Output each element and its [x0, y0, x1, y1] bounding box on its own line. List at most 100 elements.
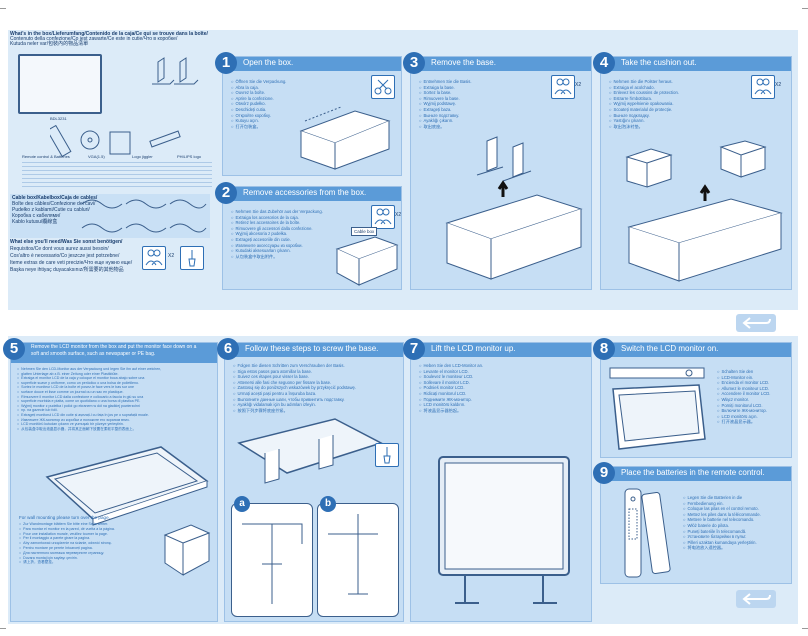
step-6-line: Siga estos pasos para atornillar la base…: [233, 369, 356, 375]
step-4-line: Scoateți materialul de protecție.: [609, 107, 679, 113]
step-5-line: Rimuovere il monitor LCD dalla confezion…: [17, 395, 161, 400]
step-2-line: Rimuovere gli accessori dalla confezione…: [231, 226, 323, 232]
step-4-instructions: Nehmen Sie die Polster heraus. Extraiga …: [609, 79, 679, 129]
step-2-line: Retirez les accessoires de la boîte.: [231, 220, 323, 226]
substep-b: b: [317, 496, 399, 617]
step-2-line: Extraiga los accesorios de la caja.: [231, 215, 323, 221]
two-people-icon: [142, 246, 166, 270]
step-1-line: Aprire la confezione.: [231, 96, 286, 102]
step-2-panel: 2 Remove accessories from the box. Nehme…: [215, 182, 402, 290]
box-contents-heading: What's in the box/Lieferumfang/Contenido…: [10, 31, 208, 37]
substep-a: a: [231, 496, 313, 617]
step-6-panel: 6 Follow these steps to screw the base. …: [217, 338, 404, 622]
monitor-upright-illustration: [438, 456, 570, 604]
step-6-line: Zastosuj się do poniższych wskazówek by …: [233, 385, 356, 391]
box-contents-section: What's in the box/Lieferumfang/Contenido…: [10, 31, 212, 192]
step-8-title: Switch the LCD monitor on.: [621, 344, 719, 353]
step-9-line: Установите батарейки в пульт.: [683, 534, 761, 540]
wall-mount-line: Pour une installation murale, veuillez t…: [19, 532, 115, 537]
step-8-line: LCD monitörü açın.: [717, 414, 770, 420]
step-6-line: Folgen Sie diesen Schritten zum Verschra…: [233, 363, 356, 369]
step-9-line: Włóż baterie do pilota.: [683, 523, 761, 529]
step-5-line: Sortez le moniteur LCD de la boîte et po…: [17, 385, 161, 390]
model-label: BDL3231: [50, 116, 67, 121]
step-5-line: 从包装盒中取出液晶显示器，并将其正面朝下放置在柔软平整的表面上。: [17, 427, 161, 432]
step-3-line: Ayaklığı çıkarın.: [419, 118, 471, 124]
wall-mount-line: Zur Wandmontage blättern Sie bitte eine …: [19, 522, 115, 527]
step-4-line: Wyjmij wypełnienie opakowania.: [609, 101, 679, 107]
step-1-number: 1: [215, 52, 237, 74]
screw-base-illustration: [237, 418, 383, 484]
cable-box-heading-5: Kablo kutusu/纜線盒: [12, 219, 58, 225]
wall-mount-note: For wall mounting please turn over the p…: [11, 515, 219, 619]
step-1-panel: 1 Open the box. Öffnen Sie die Verpackun…: [215, 52, 402, 176]
step-4-line: Nehmen Sie die Polster heraus.: [609, 79, 679, 85]
step-3-badge: X2: [575, 82, 582, 88]
step-3-number: 3: [403, 52, 425, 74]
step-7-line: Levante el monitor LCD.: [419, 369, 483, 375]
wall-mount-line: Aby zamontować urządzenie na ścianie, od…: [19, 541, 115, 546]
step-1-line: Otwórz pudełko.: [231, 101, 286, 107]
need-heading-3: Cos'altro è necessario/Co jeszcze jest p…: [10, 253, 120, 259]
step-9-header: [601, 467, 791, 481]
step-4-panel: 4 Take the cushion out. Nehmen Sie die P…: [593, 52, 792, 290]
step-4-line: Enlevez les coussins de protection.: [609, 90, 679, 96]
step-3-header: [411, 57, 591, 71]
substep-b-label: b: [320, 496, 336, 512]
step-5-header: [11, 343, 217, 363]
step-3-line: Выньте подставку.: [419, 113, 471, 119]
step-8-line: Porniți monitorul LCD.: [717, 403, 770, 409]
need-heading-4: Iteme extras de care veti precizie/Что е…: [10, 260, 133, 266]
control-panel-illustration: [609, 367, 705, 379]
step-7-line: Sollevare il monitor LCD.: [419, 380, 483, 386]
cable-box-section: Cable box/Kabelbox/Caja de cables/ Boîte…: [10, 194, 210, 238]
need-heading: What else you'll need/Was Sie sonst benö…: [10, 239, 123, 245]
box-contents-heading-3: Kutuda neler var/包裝內的物品清單: [10, 41, 89, 47]
step-6-title: Follow these steps to screw the base.: [245, 344, 379, 353]
screwdriver-icon: [180, 246, 204, 270]
step-6-line: Suivez ces étapes pour visser la base.: [233, 374, 356, 380]
step-7-line: Podnieś monitor LCD.: [419, 385, 483, 391]
cable-box-heading: Cable box/Kabelbox/Caja de cables/: [12, 195, 98, 201]
step-3-line: Extraiga la base.: [419, 85, 471, 91]
step-1-line: 打开包装盒。: [231, 124, 286, 130]
substep-a-label: a: [234, 496, 250, 512]
step-8-line: Включите ЖК-монитор.: [717, 408, 770, 414]
step-4-badge: X2: [775, 82, 782, 88]
step-8-header: [601, 343, 791, 357]
wall-mount-line: 请上折，查看壁挂。: [19, 560, 115, 565]
step-3-line: Entnehmen Sie die Basis.: [419, 79, 472, 85]
step-6-line: 按照下列步骤将底座拧紧。: [233, 408, 356, 414]
step-7-line: Heben Sie den LCD-Monitor an.: [419, 363, 484, 369]
wall-mount-line: Duvara montaj için sayfayı çevirin.: [19, 556, 115, 561]
step-7-line: Ridicați monitorul LCD.: [419, 391, 483, 397]
step-1-instructions: Öffnen Sie die Verpackung. Abra la caja.…: [231, 79, 287, 130]
step-6-line: Urmați acești pași pentru a înșuruba baz…: [233, 391, 356, 397]
step-9-line: Legen Sie die Batterien in die: [683, 495, 761, 501]
step-2-line: Extrageți accesoriile din cutie.: [231, 237, 323, 243]
step-3-instructions: Entnehmen Sie die Basis. Extraiga la bas…: [419, 79, 472, 129]
step-1-line: Ouvrez la boîte.: [231, 90, 286, 96]
step-5-line: surface douce et lisse comme un journal …: [17, 390, 161, 395]
stand-illustration: [152, 57, 199, 85]
step-2-line: Nehmen Sie das Zubehör aus der Verpackun…: [231, 209, 323, 215]
return-arrow-icon: [736, 314, 776, 332]
what-you-need-section: What else you'll need/Was Sie sonst benö…: [10, 240, 210, 306]
step-5-line: glatten Unterlage ab z.B. einer Zeitung …: [17, 372, 161, 377]
step-7-panel: 7 Lift the LCD monitor up. Heben Sie den…: [403, 338, 592, 622]
step-9-line: Fernbedienung ein.: [683, 501, 761, 507]
step-2-line: Извлеките аксессуары из коробки.: [231, 243, 323, 249]
step-1-header: [223, 57, 401, 71]
step-4-line: Выньте подкладку.: [609, 113, 679, 119]
step-7-instructions: Heben Sie den LCD-Monitor an. Levante el…: [419, 363, 484, 413]
step-5-line: Извлеките ЖК-монитор из коробки и положи…: [17, 418, 161, 423]
cable-box-label: Cable box: [351, 227, 378, 236]
step-8-line: Accendere il monitor LCD.: [717, 391, 771, 397]
step-6-header: [225, 343, 403, 357]
box-illustration: [299, 106, 391, 170]
accessory-label-logo-jiggler: Logo jiggler: [132, 154, 153, 159]
step-2-badge: X2: [395, 212, 402, 218]
box-small-illustration: [163, 524, 211, 576]
monitor-face-down-illustration: [45, 446, 209, 526]
step-5-line: superficie morbida e piatta, come un quo…: [17, 399, 161, 404]
